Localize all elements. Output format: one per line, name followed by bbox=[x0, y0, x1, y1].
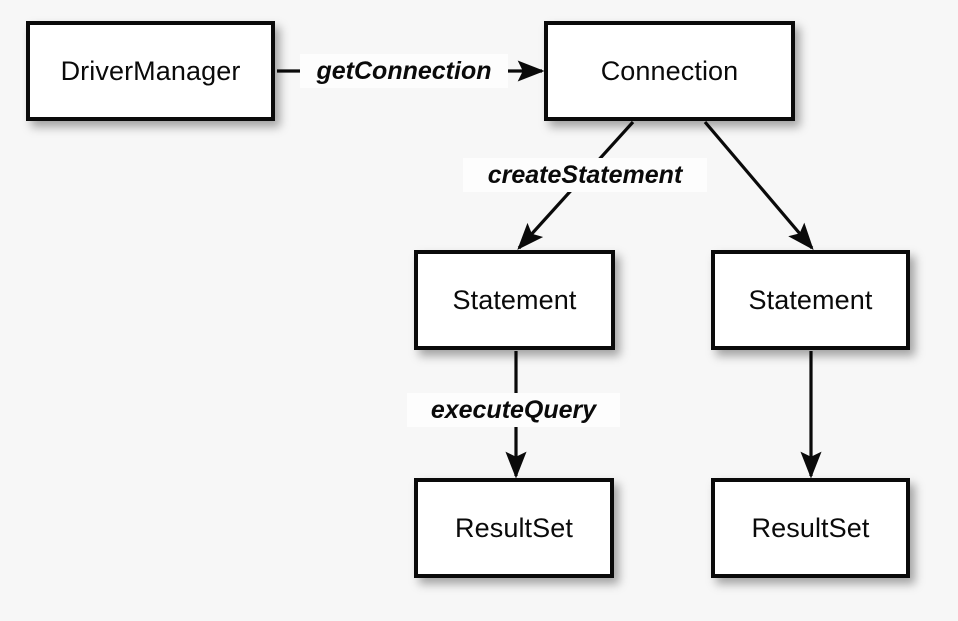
node-statement-1[interactable]: Statement bbox=[414, 250, 615, 350]
node-connection[interactable]: Connection bbox=[544, 21, 795, 121]
node-resultset-1[interactable]: ResultSet bbox=[414, 478, 614, 578]
node-resultset-2[interactable]: ResultSet bbox=[711, 478, 910, 578]
node-drivermanager[interactable]: DriverManager bbox=[26, 21, 275, 121]
node-statement-2[interactable]: Statement bbox=[711, 250, 910, 350]
edge-label-getconnection: getConnection bbox=[300, 54, 508, 88]
node-resultset-1-label: ResultSet bbox=[455, 512, 573, 543]
node-resultset-2-label: ResultSet bbox=[751, 512, 870, 543]
edge-connection-statement2-line bbox=[703, 120, 814, 250]
edge-label-createstatement: createStatement bbox=[463, 158, 707, 192]
edge-label-executequery: executeQuery bbox=[407, 393, 620, 427]
node-drivermanager-label: DriverManager bbox=[60, 55, 241, 86]
node-statement-2-label: Statement bbox=[748, 284, 873, 315]
node-statement-1-label: Statement bbox=[452, 284, 577, 315]
node-connection-label: Connection bbox=[600, 55, 739, 86]
